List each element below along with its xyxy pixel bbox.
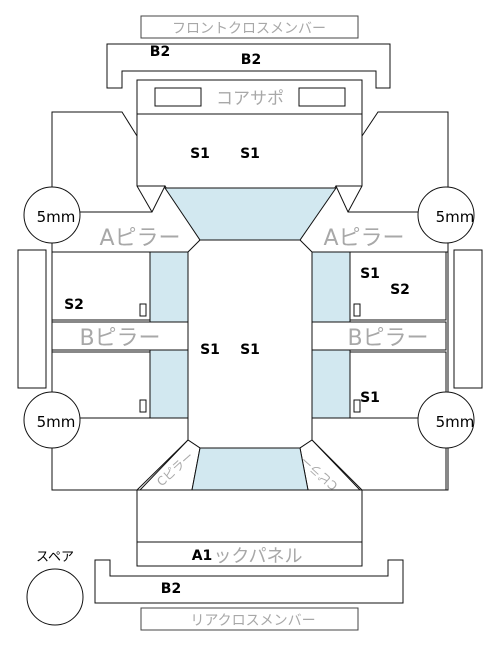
s2-mark-right-door: S2 <box>390 282 410 298</box>
spare-tire-label: スペア <box>36 550 74 565</box>
front-right-door-handle <box>353 303 361 317</box>
spare-tire <box>26 568 84 626</box>
core-support-label: コアサポ <box>216 89 284 109</box>
back-panel-label: ックパネル <box>213 546 302 567</box>
wheel-rear-right-label: 5mm <box>436 413 475 431</box>
wheel-rear-right <box>417 391 475 449</box>
back-panel <box>136 541 363 567</box>
s2-mark-left-door: S2 <box>64 297 84 313</box>
b-pillar-left <box>51 321 189 351</box>
rear-cross-member-box <box>140 607 359 631</box>
core-support-right-slot <box>298 87 346 107</box>
front-left-door <box>51 251 151 321</box>
b2-mark-front: B2 <box>241 52 261 68</box>
front-left-door-handle <box>139 303 147 317</box>
left-side-sill <box>17 249 47 389</box>
front-right-door <box>349 251 447 321</box>
rear-bracket <box>94 559 404 604</box>
wheel-front-right <box>417 186 475 244</box>
b2-mark-rear: B2 <box>161 581 181 597</box>
s1-mark-right-door: S1 <box>360 266 380 282</box>
rear-left-quarter <box>51 417 189 491</box>
s1-mark-roof-left: S1 <box>200 342 220 358</box>
s1-mark-hood-right: S1 <box>240 146 260 162</box>
core-support-left-slot <box>154 87 202 107</box>
rear-left-door-handle <box>139 399 147 413</box>
a1-mark: A1 <box>192 548 213 564</box>
wheel-front-left <box>23 186 81 244</box>
front-bracket <box>106 43 391 89</box>
rear-right-door-handle <box>353 399 361 413</box>
s1-mark-roof-right: S1 <box>240 342 260 358</box>
b-pillar-right <box>311 321 447 351</box>
front-cross-member-box <box>140 15 359 39</box>
b-pillar-right-label: Bピラー <box>347 326 428 351</box>
trunk-lid <box>136 489 363 543</box>
wheel-front-left-label: 5mm <box>37 208 76 226</box>
s1-mark-rear-right-door: S1 <box>360 390 380 406</box>
b2-mark-front-left: B2 <box>150 44 170 60</box>
rear-right-quarter <box>311 417 447 491</box>
front-cross-member-label: フロントクロスメンバー <box>172 21 326 37</box>
wheel-rear-left-label: 5mm <box>37 413 76 431</box>
b-pillar-left-label: Bピラー <box>79 326 160 351</box>
a-pillar-right-label: Aピラー <box>323 226 404 251</box>
s1-mark-hood-left: S1 <box>190 146 210 162</box>
rear-cross-member-label: リアクロスメンバー <box>190 613 315 629</box>
wheel-front-right-label: 5mm <box>436 208 475 226</box>
rear-glass <box>191 447 309 491</box>
right-side-sill <box>453 249 483 389</box>
a-pillar-left-label: Aピラー <box>99 226 180 251</box>
wheel-rear-left <box>23 391 81 449</box>
